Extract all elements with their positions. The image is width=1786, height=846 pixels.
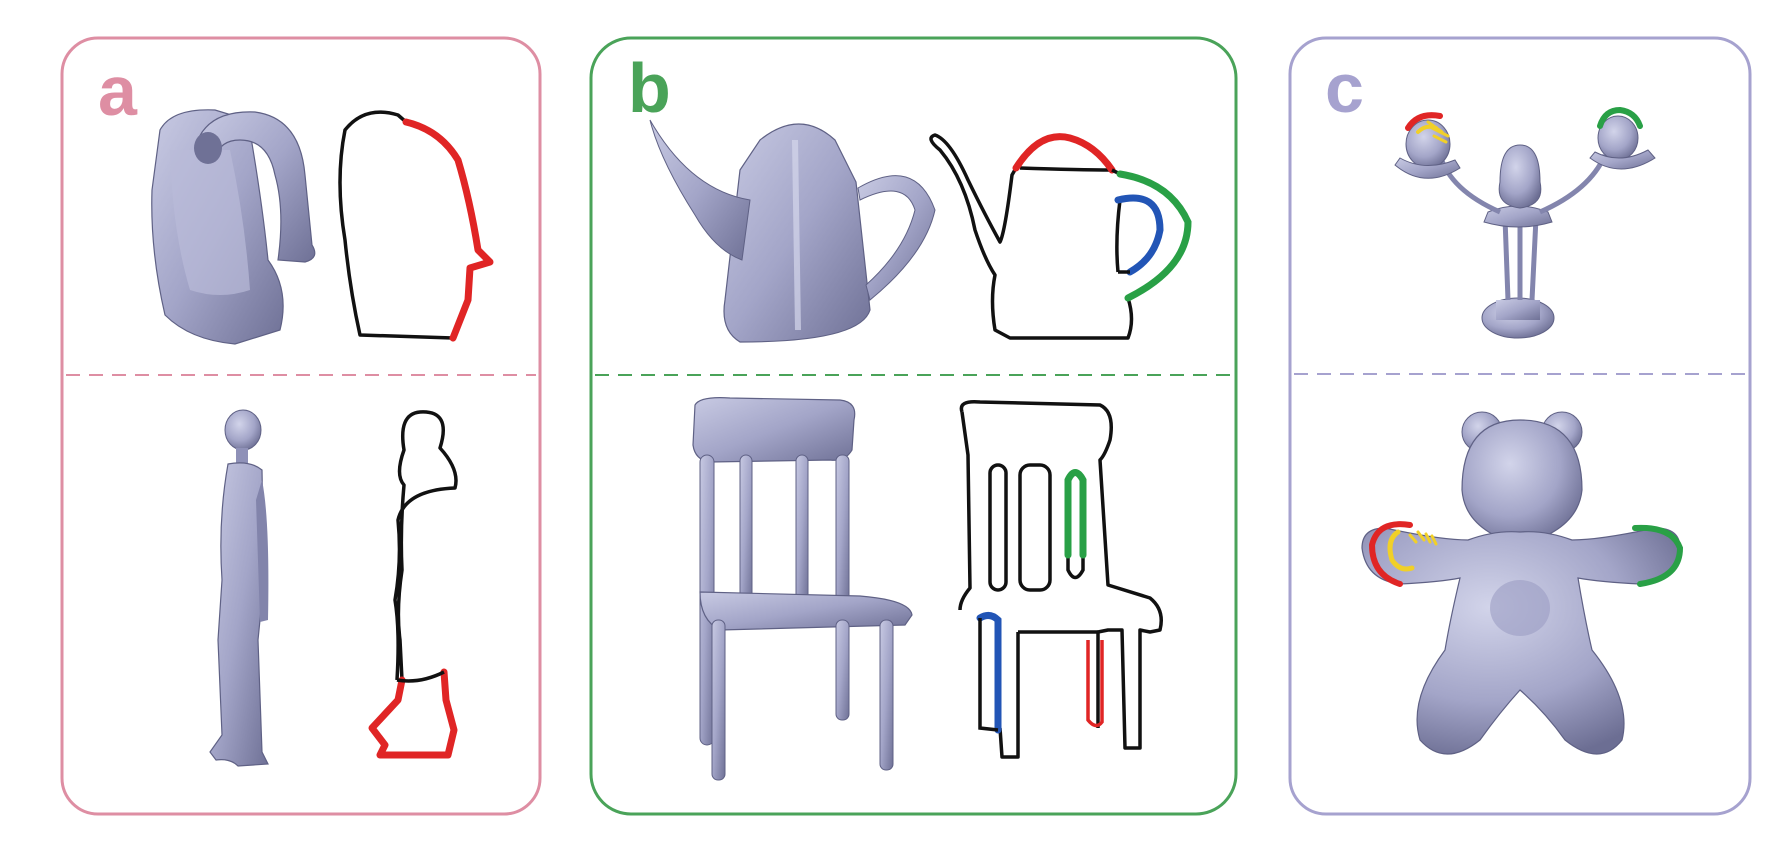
panel-b-frame — [589, 36, 1238, 816]
chair-model — [692, 397, 913, 781]
teddy-bear-model — [1361, 411, 1684, 755]
standing-person-model — [209, 409, 269, 767]
panel-b: b — [589, 36, 1238, 816]
panel-b-label: b — [628, 49, 671, 127]
panel-a-frame — [60, 36, 542, 816]
panel-a: a — [60, 36, 542, 816]
panel-c-label: c — [1325, 49, 1364, 127]
panel-c: c — [1288, 36, 1752, 816]
panel-c-frame — [1288, 36, 1752, 816]
teapot-contour — [929, 133, 1192, 340]
hair-dryer-contour — [338, 110, 494, 342]
chair-contour — [958, 399, 1163, 759]
lamp-model — [1394, 106, 1656, 339]
hair-dryer-model — [151, 109, 316, 345]
teapot-model — [649, 119, 936, 343]
standing-person-contour — [368, 410, 458, 759]
panel-a-label: a — [98, 52, 138, 130]
